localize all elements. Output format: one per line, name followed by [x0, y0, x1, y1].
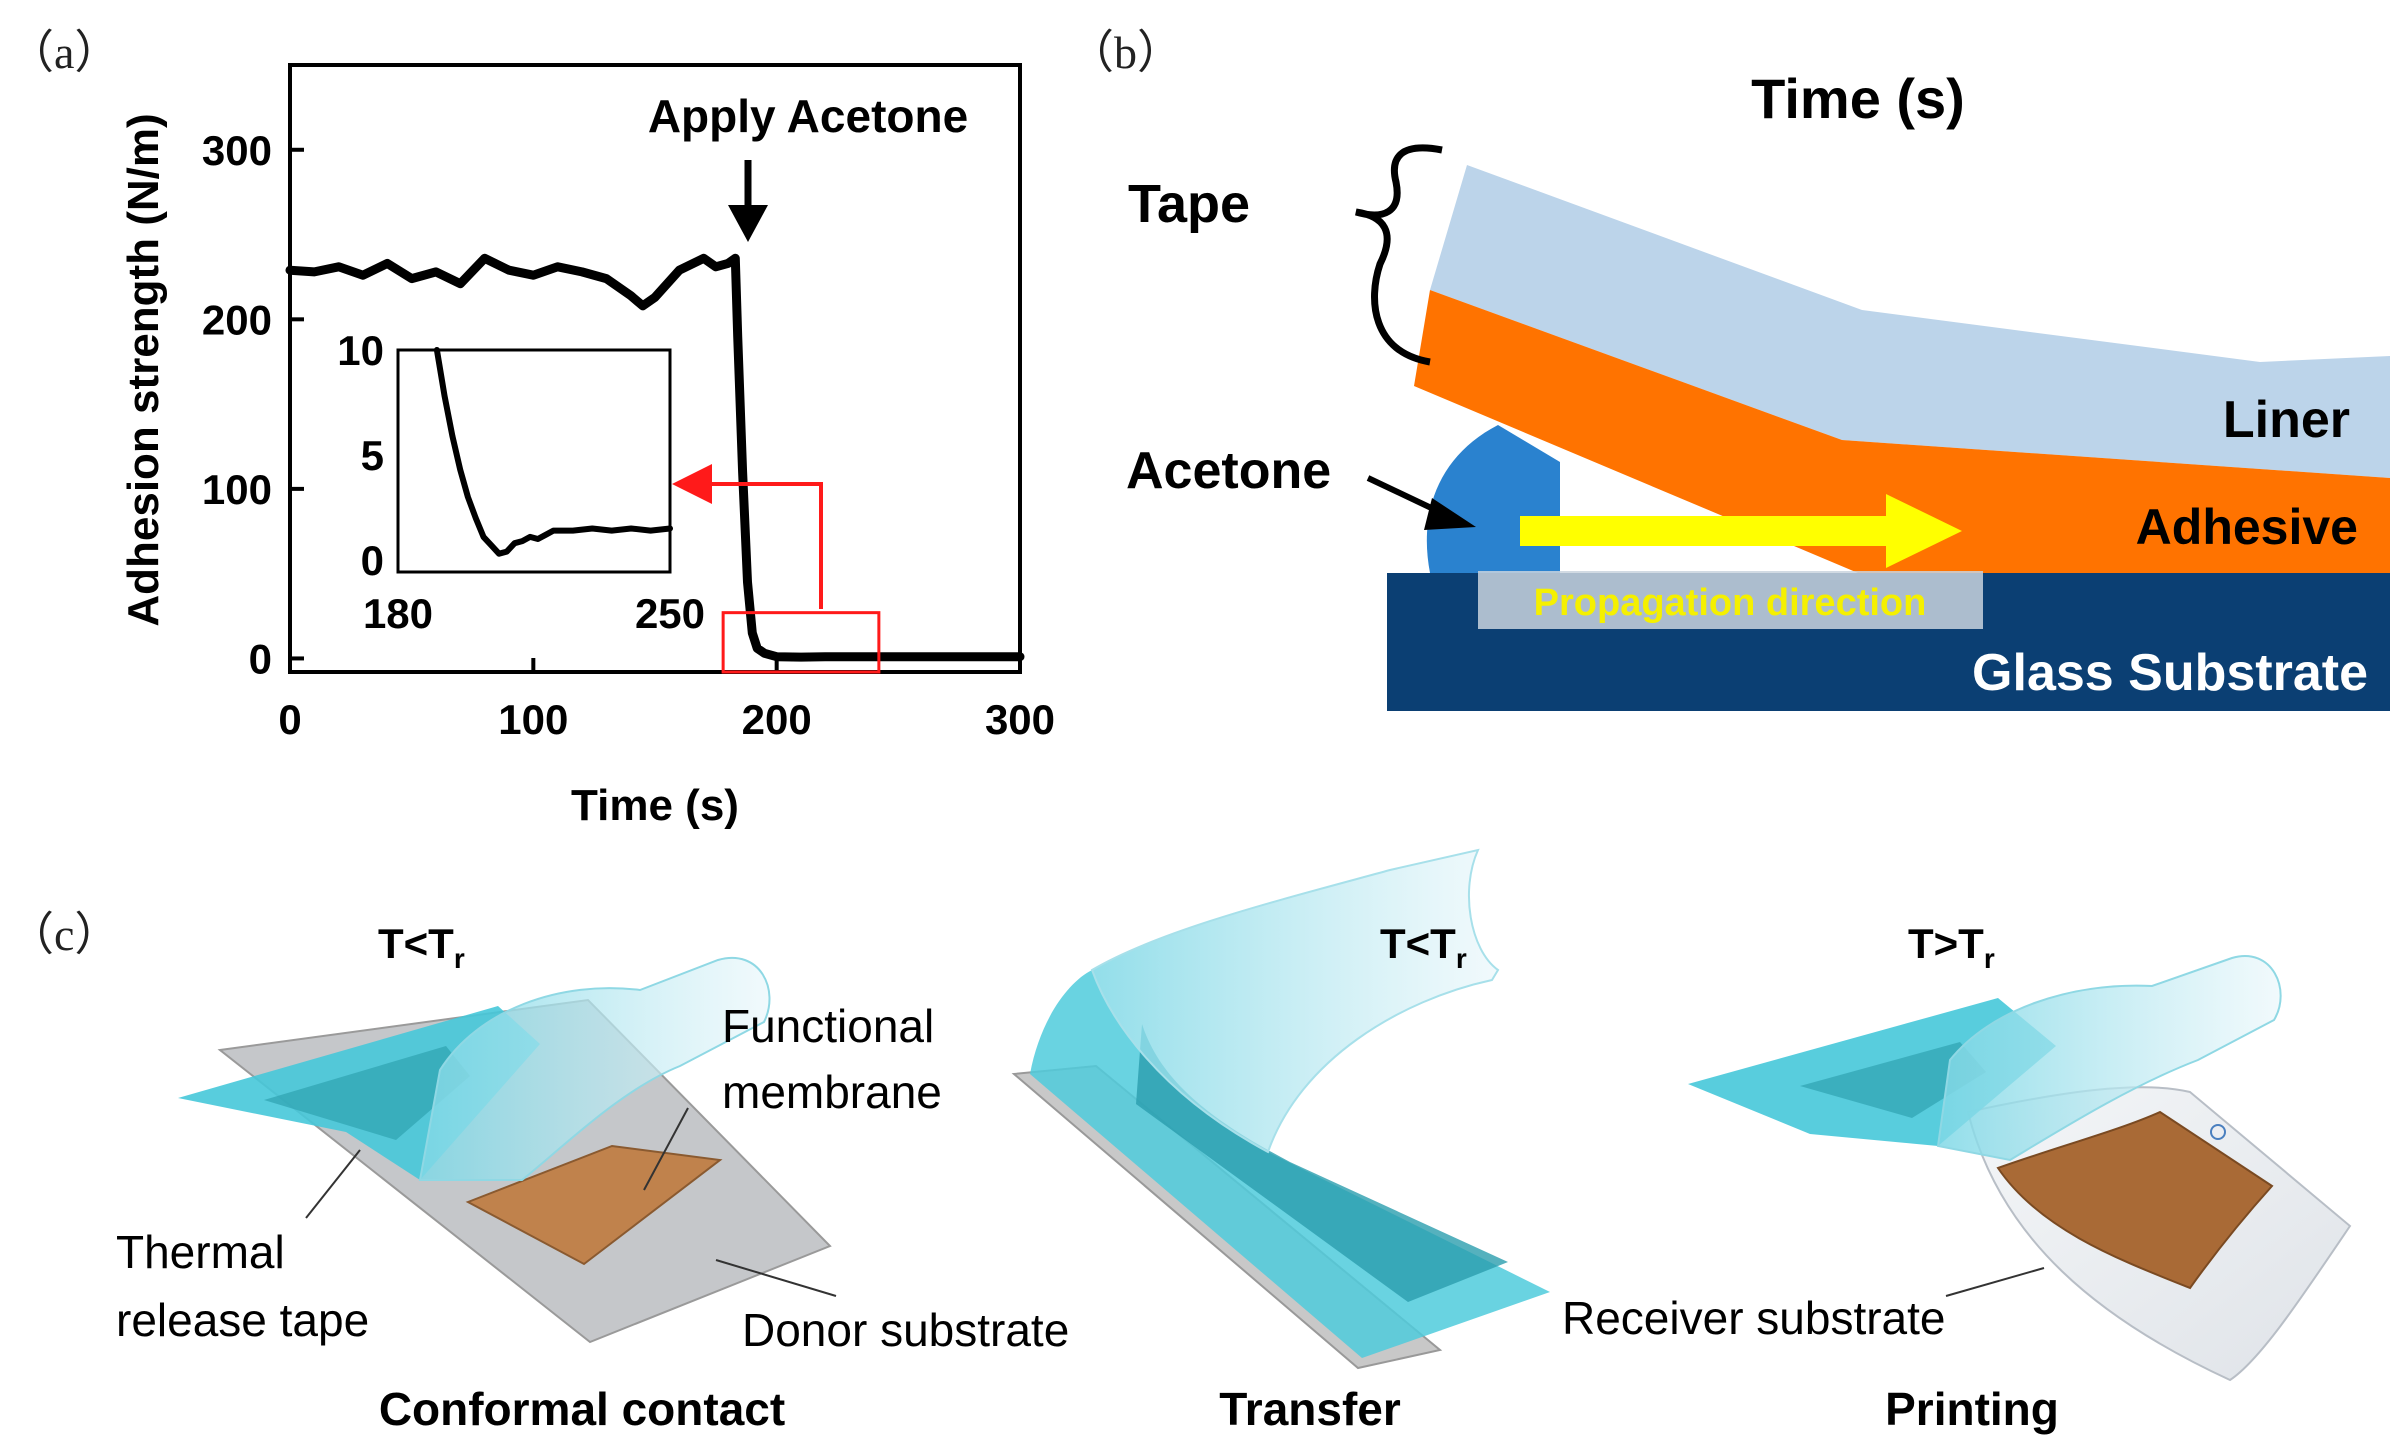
inset-y-ticks: 0 5 10 [337, 327, 384, 584]
zoom-highlight-box [721, 611, 881, 674]
main-y-tick-label: 300 [202, 127, 272, 174]
panel-c: （c） Functional membrane Thermal release … [8, 848, 2352, 1435]
step1-caption: Conformal contact [379, 1383, 785, 1435]
tape-inner-region [264, 1046, 470, 1140]
tape-brace [1355, 144, 1443, 366]
tape-label: Tape [1128, 174, 1250, 234]
main-x-tick-label: 200 [742, 696, 812, 743]
functional-label-line2: membrane [722, 1066, 942, 1118]
transfer-tape-curl [1090, 848, 1500, 1154]
main-x-ticks: 0 100 200 300 [278, 658, 1055, 743]
liner-layer [1430, 165, 2390, 478]
apply-acetone-label: Apply Acetone [648, 90, 968, 142]
transfer-membrane [1136, 1024, 1508, 1302]
printing-tape-inner [1800, 1042, 1986, 1118]
acetone-droplet [1426, 425, 1560, 573]
main-x-tick-label: 300 [985, 696, 1055, 743]
inset-y-tick-label: 0 [361, 537, 384, 584]
adhesive-layer [1414, 290, 2390, 573]
main-y-ticks: 0 100 200 300 [202, 127, 304, 682]
main-plot-frame [288, 63, 1022, 674]
step2-caption: Transfer [1219, 1383, 1401, 1435]
thermal-label-line1: Thermal [116, 1226, 285, 1278]
inset-x-tick-label: 250 [635, 590, 705, 637]
receiver-substrate-leader [1945, 1267, 2045, 1297]
main-series-line [285, 253, 1025, 662]
donor-substrate-leader [715, 1259, 837, 1297]
step-conformal-contact: Functional membrane Thermal release tape… [116, 920, 1069, 1435]
functional-membrane [465, 1144, 723, 1266]
zoom-pointer-arrow [672, 464, 823, 609]
panel-c-label: （c） [8, 909, 120, 960]
main-x-axis-label: Time (s) [571, 781, 739, 830]
main-x-tick-label: 100 [498, 696, 568, 743]
panel-b: （b） Time (s) Propagation direction Tape … [1068, 27, 2390, 711]
step-transfer: T<Tr Transfer [1011, 848, 1550, 1435]
functional-label-line1: Functional [722, 1000, 934, 1052]
inset-y-tick-label: 10 [337, 327, 384, 374]
receiver-substrate-label: Receiver substrate [1562, 1292, 1946, 1344]
panel-b-label: （b） [1068, 27, 1183, 78]
acetone-pointer-arrow [1366, 475, 1476, 530]
liner-label: Liner [2223, 391, 2350, 449]
step2-temperature: T<Tr [1380, 920, 1467, 974]
glass-substrate-label: Glass Substrate [1972, 644, 2368, 702]
main-y-axis-label: Adhesion strength (N/m) [119, 113, 168, 626]
adhesive-label: Adhesive [2136, 499, 2358, 555]
inset-x-tick-label: 180 [363, 590, 433, 637]
apply-acetone-arrow [728, 160, 768, 242]
main-y-tick-label: 0 [249, 635, 272, 682]
step3-caption: Printing [1885, 1383, 2059, 1435]
propagation-label-box [1478, 571, 1983, 629]
panel-a-label: （a） [8, 27, 120, 78]
main-y-tick-label: 100 [202, 466, 272, 513]
thermal-release-tape-curl [418, 957, 771, 1181]
propagation-label: Propagation direction [1534, 582, 1927, 624]
step-printing: Receiver substrate T>Tr Printing [1562, 920, 2352, 1435]
inset-x-ticks: 180 250 [363, 590, 705, 637]
acetone-label: Acetone [1126, 442, 1331, 500]
functional-membrane-leader [643, 1107, 689, 1191]
main-y-tick-label: 200 [202, 296, 272, 343]
inset-series-line [433, 347, 673, 557]
step3-temperature: T>Tr [1908, 920, 1995, 974]
donor-substrate-label: Donor substrate [742, 1304, 1069, 1356]
inset-y-tick-label: 5 [361, 432, 384, 479]
receiver-marker [2210, 1124, 2226, 1140]
panel-b-title: Time (s) [1751, 67, 1965, 130]
printed-membrane [1996, 1110, 2274, 1290]
main-x-tick-label: 0 [278, 696, 301, 743]
step1-temperature: T<Tr [378, 920, 465, 974]
printing-tape-curl [1936, 955, 2282, 1162]
thermal-tape-leader [305, 1149, 361, 1219]
propagation-arrow [1520, 494, 1962, 568]
thermal-label-line2: release tape [116, 1294, 369, 1346]
